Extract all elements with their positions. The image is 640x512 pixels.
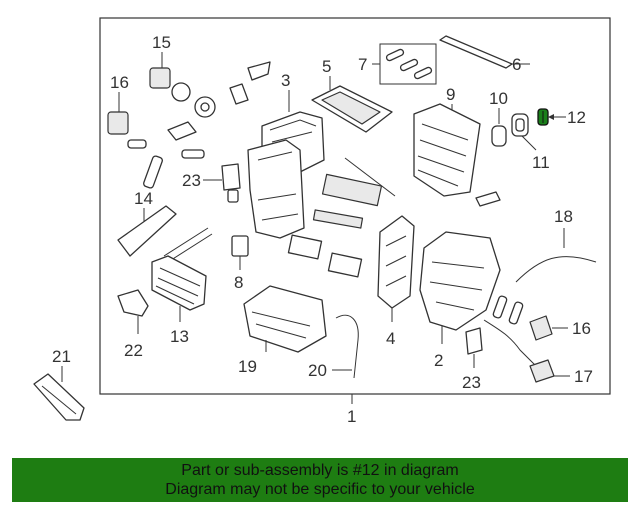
part-2-detail (429, 261, 485, 311)
callout-23-right[interactable]: 23 (462, 373, 481, 392)
callout-10[interactable]: 10 (489, 89, 508, 108)
part-2-main-housing[interactable] (419, 231, 501, 331)
part-misc-pad-b (327, 252, 363, 278)
part-misc-pin-b (508, 301, 524, 325)
part-4-detail (385, 235, 407, 287)
diagram-frame (99, 17, 611, 395)
part-13-fins (155, 267, 201, 305)
callout-4[interactable]: 4 (386, 329, 395, 348)
part-7-clip-c[interactable] (413, 66, 433, 80)
part-16-actuator-left[interactable] (107, 111, 129, 135)
callout-21[interactable]: 21 (52, 347, 71, 366)
part-23-seal-right[interactable] (465, 327, 483, 355)
part-21-duct[interactable] (33, 373, 85, 421)
callout-22[interactable]: 22 (124, 341, 143, 360)
part-misc-link (229, 83, 249, 105)
callout-18[interactable]: 18 (554, 207, 573, 226)
part-misc-gear-hub (200, 102, 210, 112)
part-20-hose[interactable] (335, 314, 359, 379)
callout-15[interactable]: 15 (152, 33, 171, 52)
part-center-housing (247, 139, 305, 239)
part-8-seal[interactable] (231, 235, 249, 257)
callout-5[interactable]: 5 (322, 57, 331, 76)
part-19-lower-case[interactable] (243, 285, 327, 353)
part-misc-clip2 (247, 61, 271, 81)
arrow-12 (548, 114, 554, 120)
banner-line-1: Part or sub-assembly is #12 in diagram (181, 462, 459, 479)
part-misc-grid2 (312, 209, 364, 229)
leader-11 (521, 135, 537, 151)
part-15-actuator[interactable] (149, 67, 171, 89)
callout-19[interactable]: 19 (238, 357, 257, 376)
part-15-gear (171, 82, 191, 102)
callout-8[interactable]: 8 (234, 273, 243, 292)
part-misc-pad-a (287, 234, 323, 260)
banner-line-2: Diagram may not be specific to your vehi… (165, 481, 475, 498)
part-misc-rod (344, 157, 396, 197)
part-14-duct[interactable] (117, 205, 177, 257)
part-9-evaporator[interactable] (413, 103, 481, 197)
callout-12[interactable]: 12 (567, 108, 586, 127)
part-misc-bracket (167, 121, 197, 141)
part-misc-clip (127, 139, 147, 149)
callout-2[interactable]: 2 (434, 351, 443, 370)
part-misc-lever (181, 149, 205, 159)
part-7-clip-a[interactable] (385, 48, 405, 62)
part-3-detail (269, 119, 317, 143)
callout-17[interactable]: 17 (574, 367, 593, 386)
callout-13[interactable]: 13 (170, 327, 189, 346)
callout-16-right[interactable]: 16 (572, 319, 591, 338)
part-center-housing-detail (257, 151, 299, 221)
part-misc-tube (143, 155, 163, 189)
info-banner: Part or sub-assembly is #12 in diagram D… (12, 458, 628, 502)
part-19-detail (251, 311, 311, 339)
part-misc-pin-a (492, 295, 508, 319)
callout-20[interactable]: 20 (308, 361, 327, 380)
part-18-pipe[interactable] (515, 255, 597, 283)
parts-diagram: 1 15 16 3 23 5 7 6 9 10 11 (33, 17, 611, 426)
part-9-fins (417, 123, 469, 187)
part-10-seal[interactable] (491, 125, 507, 147)
callout-11[interactable]: 11 (532, 153, 550, 172)
callout-14[interactable]: 14 (134, 189, 153, 208)
part-16-actuator-right[interactable] (529, 315, 553, 341)
part-6-strip[interactable] (439, 35, 513, 69)
part-13-heater-core[interactable] (151, 255, 207, 311)
callout-7[interactable]: 7 (358, 55, 367, 74)
part-misc-wire (483, 319, 537, 367)
part-misc-small-a (227, 189, 239, 203)
callout-9[interactable]: 9 (446, 85, 455, 104)
part-7-clip-b[interactable] (399, 58, 419, 72)
part-22-actuator[interactable] (117, 289, 149, 317)
callout-3[interactable]: 3 (281, 71, 290, 90)
callout-16-left[interactable]: 16 (110, 73, 129, 92)
part-misc-duct (475, 191, 501, 207)
part-5-filter-inner (321, 91, 381, 125)
part-11-seal-inner (515, 118, 525, 132)
part-23-seal-left[interactable] (221, 163, 241, 191)
callout-6[interactable]: 6 (512, 55, 521, 74)
part-21-detail (41, 385, 77, 415)
callout-23-left[interactable]: 23 (182, 171, 201, 190)
leader-7 (372, 44, 381, 84)
part-4-case-half[interactable] (377, 215, 415, 309)
part-7-box (379, 43, 437, 85)
part-misc-pipe (163, 227, 213, 263)
callout-1[interactable]: 1 (347, 407, 356, 426)
part-misc-grid (321, 173, 383, 207)
